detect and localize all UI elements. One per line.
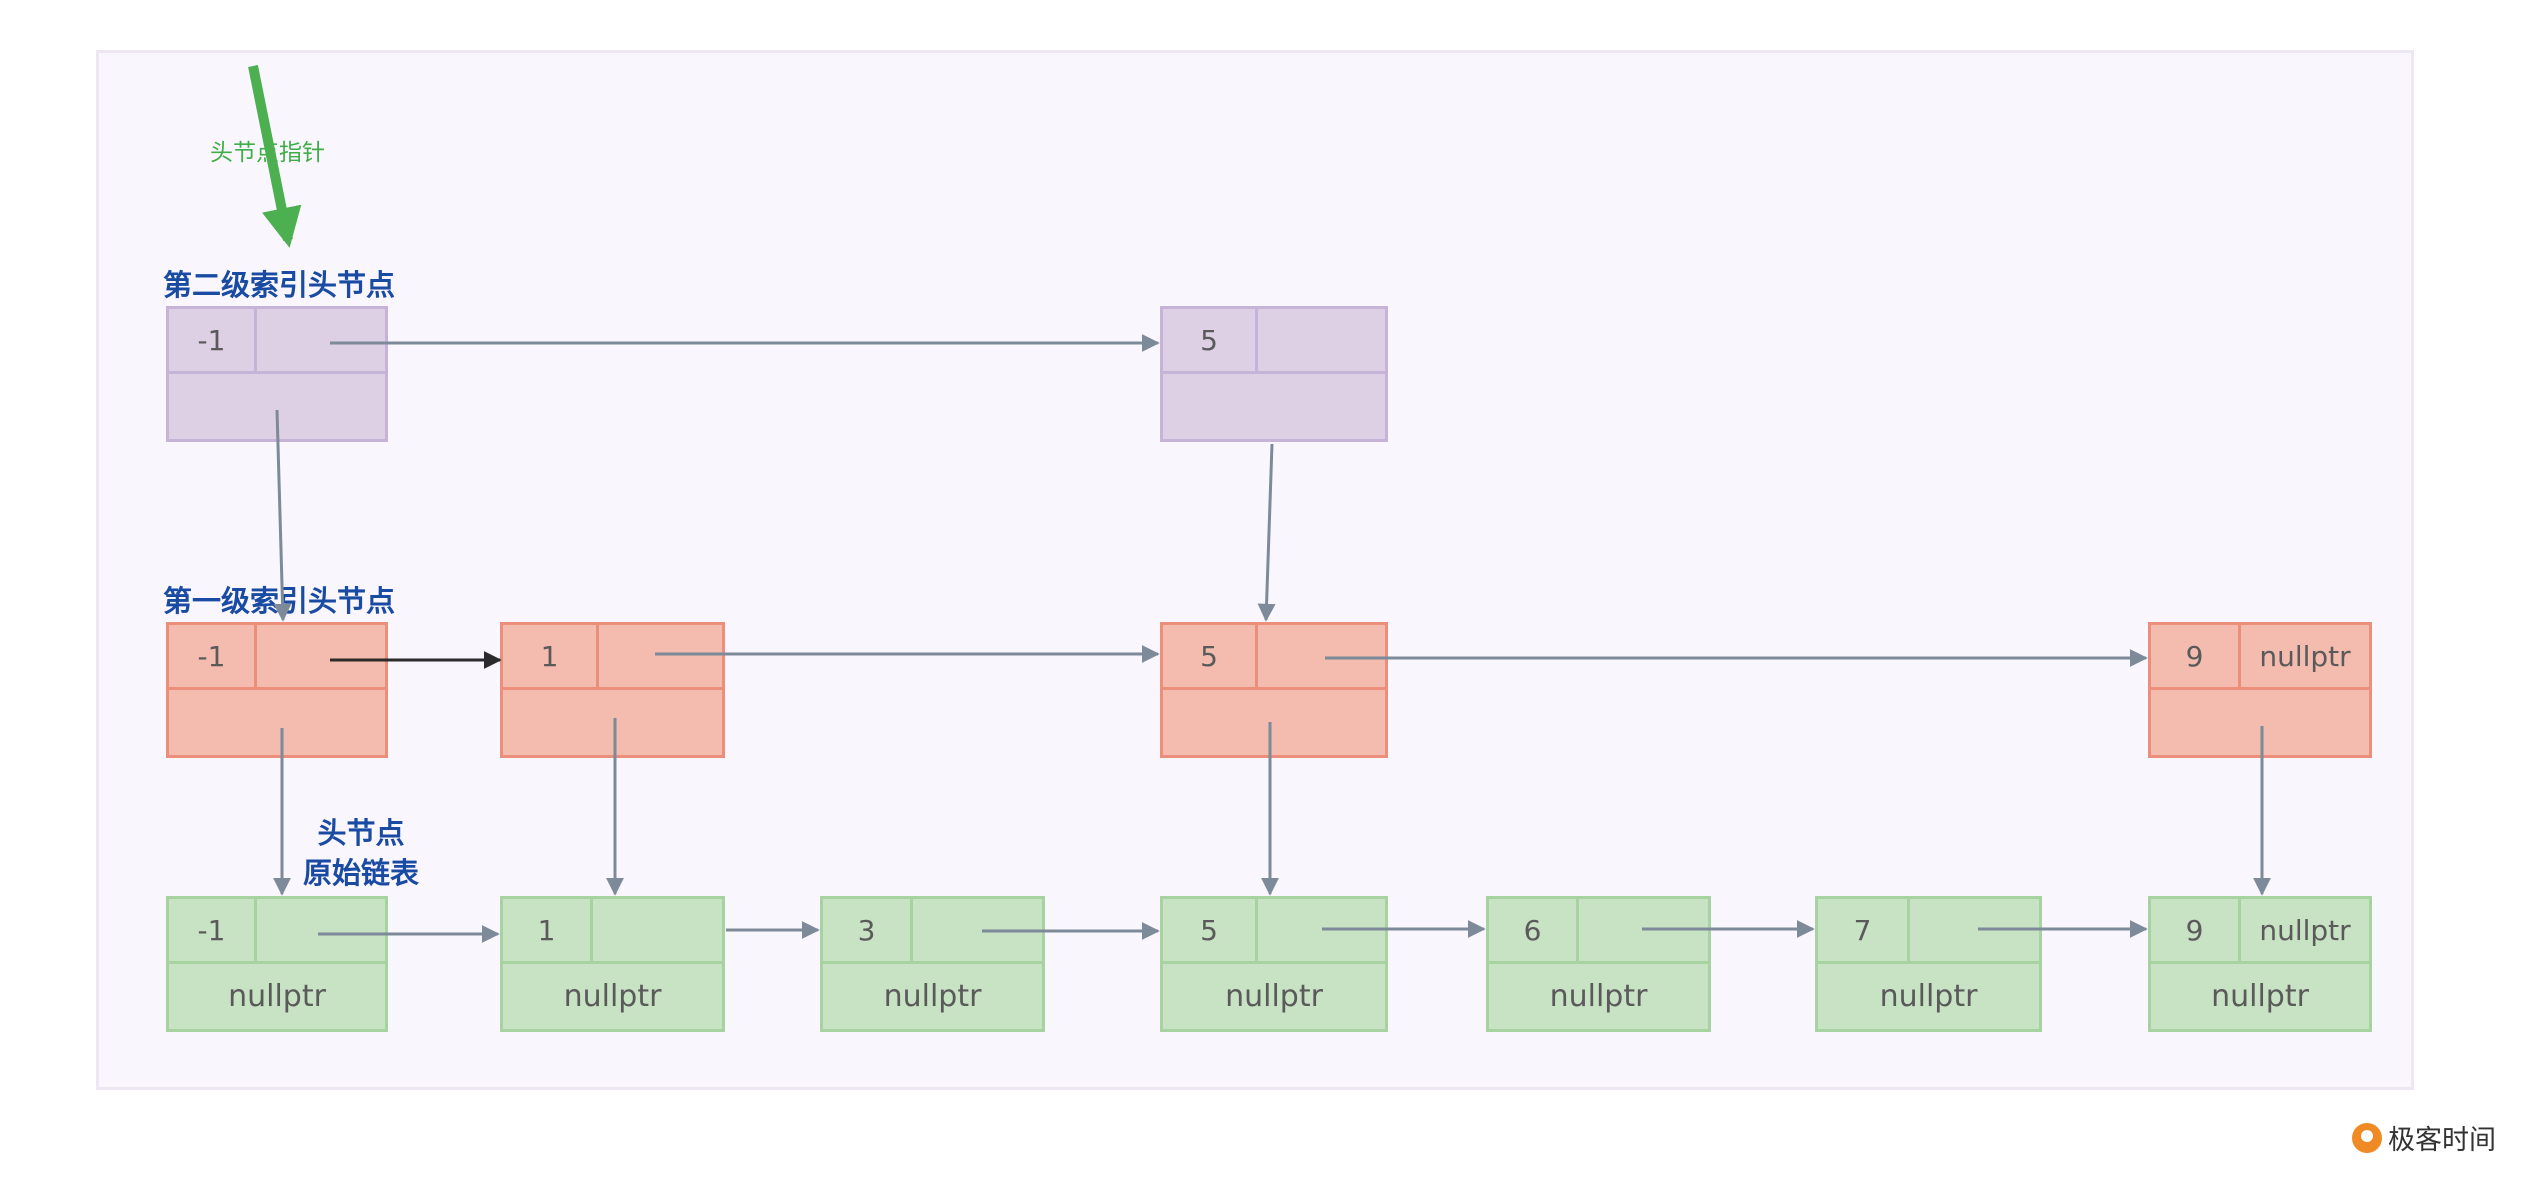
node-value: 7 [1818,899,1910,964]
node-down-pointer [503,690,722,755]
node-value: 5 [1163,309,1258,374]
node-next-pointer: nullptr [2241,625,2369,690]
node-value: -1 [169,309,257,374]
node-down-pointer [169,690,385,755]
node-down-pointer: nullptr [1879,979,1978,1014]
node-down-pointer: nullptr [2211,979,2309,1014]
node-next-pointer [1258,625,1385,690]
node-next-pointer: nullptr [2241,899,2369,964]
node-down-pointer: nullptr [883,979,982,1014]
node-next-pointer [1258,899,1385,964]
list-node: -1 nullptr [166,896,388,1032]
level1-node: 9 nullptr [2148,622,2372,758]
node-next-pointer [599,625,722,690]
head-pointer-label: 头节点指针 [210,140,325,166]
node-value: 9 [2151,625,2241,690]
node-next-pointer [1579,899,1708,964]
original-list-label: 原始链表 [302,856,419,890]
node-value: -1 [169,899,257,964]
node-next-pointer [1258,309,1385,374]
node-down-pointer [1163,374,1385,439]
node-next-pointer [913,899,1042,964]
level1-head-label: 第一级索引头节点 [163,584,396,618]
node-down-pointer [1163,690,1385,755]
node-value: 5 [1163,899,1258,964]
logo-text: 极客时间 [2388,1125,2496,1156]
level1-node: 1 [500,622,725,758]
node-value: 9 [2151,899,2241,964]
node-value: 3 [823,899,913,964]
node-down-pointer: nullptr [563,979,662,1014]
node-value: -1 [169,625,257,690]
level2-node: -1 [166,306,388,442]
node-down-pointer [2151,690,2369,755]
head-node-label: 头节点 [317,816,405,850]
node-value: 6 [1489,899,1579,964]
node-next-pointer [257,309,385,374]
node-value: 1 [503,625,599,690]
list-node: 7 nullptr [1815,896,2042,1032]
level1-node: 5 [1160,622,1388,758]
level1-node: -1 [166,622,388,758]
node-next-pointer [593,899,722,964]
list-node: 6 nullptr [1486,896,1711,1032]
geektime-logo-icon [2352,1122,2382,1153]
node-down-pointer: nullptr [228,979,326,1014]
node-down-pointer: nullptr [1225,979,1323,1014]
node-next-pointer [1910,899,2039,964]
level2-node: 5 [1160,306,1388,442]
geektime-logo: 极客时间 [2352,1118,2496,1157]
level2-head-label: 第二级索引头节点 [163,268,396,302]
node-next-pointer [257,899,385,964]
node-value: 5 [1163,625,1258,690]
list-node: 1 nullptr [500,896,725,1032]
list-node: 9 nullptr nullptr [2148,896,2372,1032]
node-next-pointer [257,625,385,690]
node-value: 1 [503,899,593,964]
node-down-pointer: nullptr [1549,979,1648,1014]
list-node: 5 nullptr [1160,896,1388,1032]
list-node: 3 nullptr [820,896,1045,1032]
node-down-pointer [169,374,385,439]
